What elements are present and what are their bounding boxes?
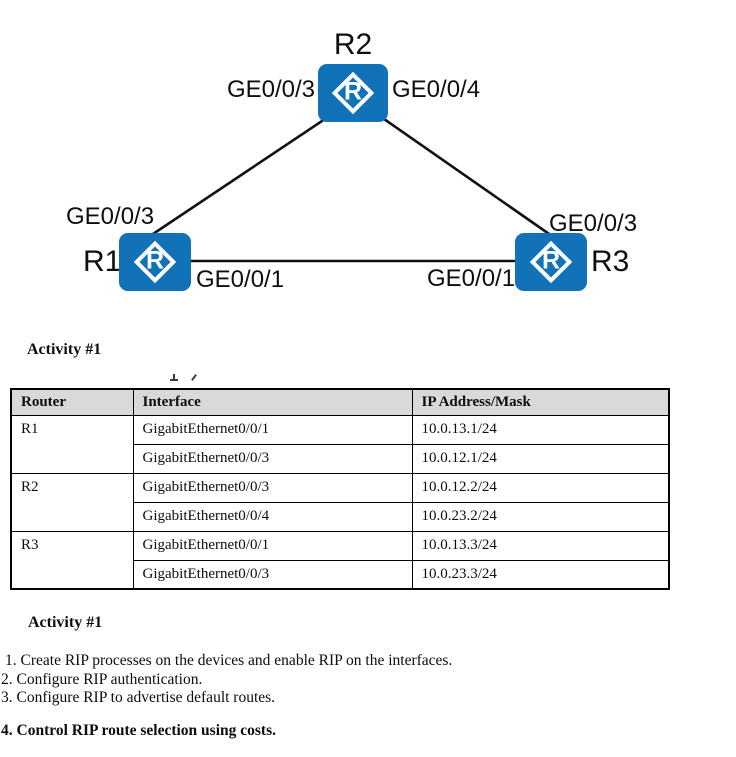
interface-cell: GigabitEthernet0/0/1	[132, 414, 413, 445]
col-header-interface: Interface	[132, 388, 413, 416]
table-row: R3 GigabitEthernet0/0/1 10.0.13.3/24	[10, 530, 670, 590]
table-row: GigabitEthernet0/0/3 10.0.12.1/24	[11, 443, 670, 474]
table-row: GigabitEthernet0/0/3 10.0.23.3/24	[11, 559, 670, 590]
cropped-text-remnant	[191, 374, 197, 381]
link-r2-r3	[383, 117, 553, 238]
activity-heading-top: Activity #1	[27, 341, 102, 358]
interface-cell: GigabitEthernet0/0/3	[132, 559, 413, 590]
ip-cell: 10.0.23.3/24	[411, 559, 670, 590]
task-item-4: 4. Control RIP route selection using cos…	[1, 721, 276, 739]
interface-label-r3-ge001: GE0/0/1	[427, 265, 516, 292]
col-header-router: Router	[10, 388, 134, 416]
interface-cell: GigabitEthernet0/0/4	[132, 501, 413, 532]
ip-address-table: Router Interface IP Address/Mask R1 Giga…	[10, 388, 670, 590]
interface-label-r1-ge001: GE0/0/1	[196, 266, 285, 293]
interface-label-r3-ge003: GE0/0/3	[549, 210, 638, 237]
router-name-label-r1: R1	[83, 245, 122, 278]
task-item-1: 1. Create RIP processes on the devices a…	[5, 652, 453, 669]
ip-cell: 10.0.12.1/24	[411, 443, 670, 474]
router-letter: R	[145, 246, 165, 275]
router-name-label-r3: R3	[591, 245, 630, 278]
table-row: R2 GigabitEthernet0/0/3 10.0.12.2/24	[10, 472, 670, 532]
interface-cell: GigabitEthernet0/0/3	[132, 443, 413, 474]
router-node-r2: R	[318, 64, 388, 122]
task-item-2: 2. Configure RIP authentication.	[1, 670, 203, 688]
cropped-text-remnant	[170, 379, 178, 381]
interface-label-r1-ge003: GE0/0/3	[66, 203, 155, 230]
interface-cell: GigabitEthernet0/0/1	[132, 530, 413, 561]
router-node-r1: R	[119, 233, 191, 291]
router-cell-r3: R3	[10, 530, 134, 590]
link-r1-r2	[149, 117, 326, 238]
network-topology-diagram: R2 R GE0/0/3 GE0/0/4 GE0/0/3 R1 R GE0/0/…	[0, 0, 736, 340]
task-item-3: 3. Configure RIP to advertise default ro…	[1, 689, 276, 706]
interface-label-r2-ge004: GE0/0/4	[392, 76, 481, 103]
activity-heading-bottom: Activity #1	[28, 614, 103, 631]
interface-label-r2-ge003: GE0/0/3	[226, 76, 315, 103]
ip-cell: 10.0.12.2/24	[411, 472, 670, 503]
cropped-text-remnant	[173, 374, 175, 380]
table-row: R1 GigabitEthernet0/0/1 10.0.13.1/24	[10, 414, 670, 474]
router-cell-r2: R2	[10, 472, 134, 532]
ip-cell: 10.0.13.1/24	[411, 414, 670, 445]
task-list: 1. Create RIP processes on the devices a…	[1, 652, 731, 740]
router-node-r3: R	[515, 233, 587, 291]
ip-cell: 10.0.13.3/24	[411, 530, 670, 561]
interface-cell: GigabitEthernet0/0/3	[132, 472, 413, 503]
router-letter: R	[343, 77, 363, 106]
table-header-row: Router Interface IP Address/Mask	[10, 388, 670, 416]
router-letter: R	[541, 246, 561, 275]
col-header-ip: IP Address/Mask	[411, 388, 670, 416]
ip-cell: 10.0.23.2/24	[411, 501, 670, 532]
table-row: GigabitEthernet0/0/4 10.0.23.2/24	[11, 501, 670, 532]
router-cell-r1: R1	[10, 414, 134, 474]
router-name-label-r2: R2	[333, 28, 373, 61]
link-lines	[149, 117, 553, 263]
